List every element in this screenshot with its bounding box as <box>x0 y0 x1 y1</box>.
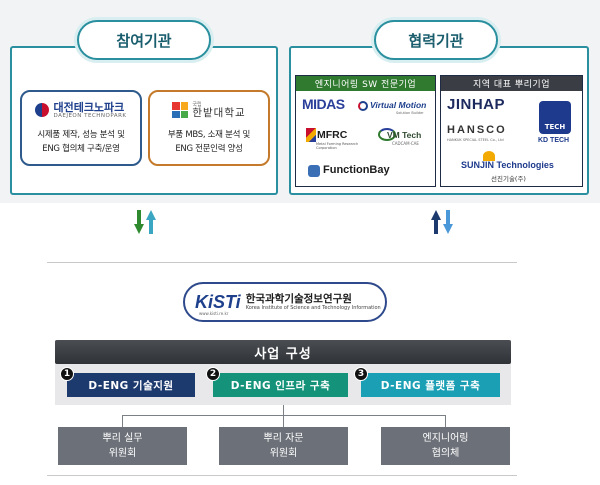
virtual-motion-mark-icon <box>358 101 368 111</box>
left-exchange-arrows <box>134 210 156 234</box>
arrow-down-icon <box>443 210 453 234</box>
committee-root-practice: 뿌리 실무 위원회 <box>58 427 187 465</box>
participating-title: 참여기관 <box>77 20 211 60</box>
djtp-emblem-icon <box>35 103 50 117</box>
kdtech-mark: TECH <box>539 101 571 134</box>
logo-midas: MIDAS <box>302 96 345 112</box>
functionbay-mark-icon <box>308 165 320 177</box>
top-divider <box>47 262 517 263</box>
tree-leg-3 <box>445 415 446 427</box>
logo-kdtech: KD TECH <box>538 137 570 144</box>
org-hanbat-university: 국립 한밭대학교 부품 MBS, 소재 분석 및 ENG 전문인력 양성 <box>148 90 270 166</box>
hanbat-name: 한밭대학교 <box>192 107 246 119</box>
kisti-badge: KiSTi 한국과학기술정보연구원 Korea Institute of Sci… <box>183 282 387 322</box>
committee-engineering: 엔지니어링 협의체 <box>381 427 510 465</box>
arrow-up-icon <box>146 210 156 234</box>
org-daejeon-technopark: 대전테크노파크 DAEJEON TECHNOPARK 시제품 제작, 성능 분석… <box>20 90 142 166</box>
logo-jinhap: JINHAP <box>447 96 506 113</box>
hanbat-logo: 국립 한밭대학교 <box>154 98 264 122</box>
vmtech-mark-icon <box>378 128 396 141</box>
kisti-url: www.kisti.re.kr <box>199 311 229 316</box>
logo-mfrc: MFRC <box>317 129 348 141</box>
right-exchange-arrows <box>431 210 453 234</box>
vmtech-sub: CADCAM·CAE <box>392 141 419 146</box>
hanbat-desc-line2: ENG 전문인력 양성 <box>175 144 243 154</box>
committee-3-line2: 협의체 <box>431 448 460 459</box>
arrow-down-icon <box>134 210 144 234</box>
business-title: 사업 구성 <box>55 340 511 364</box>
root-partners-box: 지역 대표 뿌리기업 JINHAP HANSCO HANKUK SPECIAL … <box>440 75 583 187</box>
committee-2-line1: 뿌리 자문 <box>263 433 304 444</box>
committee-2-line2: 위원회 <box>269 448 298 459</box>
logo-functionbay: FunctionBay <box>323 164 390 176</box>
hanbat-name-small: 국립 <box>192 102 202 108</box>
business-item-tech-support: D-ENG 기술지원 <box>67 373 195 397</box>
partners-title: 협력기관 <box>374 20 498 60</box>
tree-leg-2 <box>283 415 284 427</box>
business-num-2: 2 <box>206 367 220 381</box>
logo-hansco: HANSCO <box>447 124 507 136</box>
sw-partners-box: 엔지니어링 SW 전문기업 MIDAS Virtual Motion Solut… <box>295 75 436 187</box>
mfrc-mark-icon <box>306 128 316 142</box>
djtp-name: 대전테크노파크 <box>53 100 125 114</box>
logo-sunjin: SUNJIN Technologies <box>461 160 554 170</box>
arrow-up-icon <box>431 210 441 234</box>
kdtech-mark-text: TECH <box>544 123 566 131</box>
kisti-name: 한국과학기술정보연구원 <box>245 293 352 305</box>
hanbat-emblem-icon <box>172 102 189 118</box>
djtp-logo: 대전테크노파크 DAEJEON TECHNOPARK <box>26 98 136 122</box>
mfrc-sub: Metal Forming Research Corporation <box>316 142 359 150</box>
committee-1-line2: 위원회 <box>108 448 137 459</box>
business-num-3: 3 <box>354 367 368 381</box>
business-num-1: 1 <box>60 367 74 381</box>
hansco-sub: HANKUK SPECIAL STEEL Co., Ltd <box>447 138 504 142</box>
logo-vmtech: VM Tech <box>387 130 422 140</box>
sunjin-kr: 선진기술(주) <box>491 175 526 183</box>
logo-virtual-motion: Virtual Motion <box>370 100 427 110</box>
djtp-desc-line1: 시제품 제작, 성능 분석 및 <box>37 130 125 140</box>
tree-leg-1 <box>122 415 123 427</box>
djtp-desc-line2: ENG 협의체 구축/운영 <box>42 144 120 154</box>
sw-partners-header: 엔지니어링 SW 전문기업 <box>296 76 435 91</box>
root-partners-header: 지역 대표 뿌리기업 <box>441 76 582 91</box>
virtual-motion-sub: Solution Builder <box>396 111 424 115</box>
hanbat-desc-line1: 부품 MBS, 소재 분석 및 <box>167 130 251 140</box>
bottom-divider <box>47 475 517 476</box>
kisti-logo: KiSTi <box>195 291 241 312</box>
business-item-infrastructure: D-ENG 인프라 구축 <box>213 373 348 397</box>
djtp-name-en: DAEJEON TECHNOPARK <box>53 112 127 119</box>
committee-3-line1: 엔지니어링 <box>422 433 469 444</box>
sunjin-mark-icon <box>483 151 495 161</box>
committee-root-advisory: 뿌리 자문 위원회 <box>219 427 348 465</box>
kisti-name-en: Korea Institute of Science and Technolog… <box>245 305 381 311</box>
business-item-platform: D-ENG 플랫폼 구축 <box>361 373 500 397</box>
tree-trunk <box>283 405 284 415</box>
committee-1-line1: 뿌리 실무 <box>102 433 143 444</box>
